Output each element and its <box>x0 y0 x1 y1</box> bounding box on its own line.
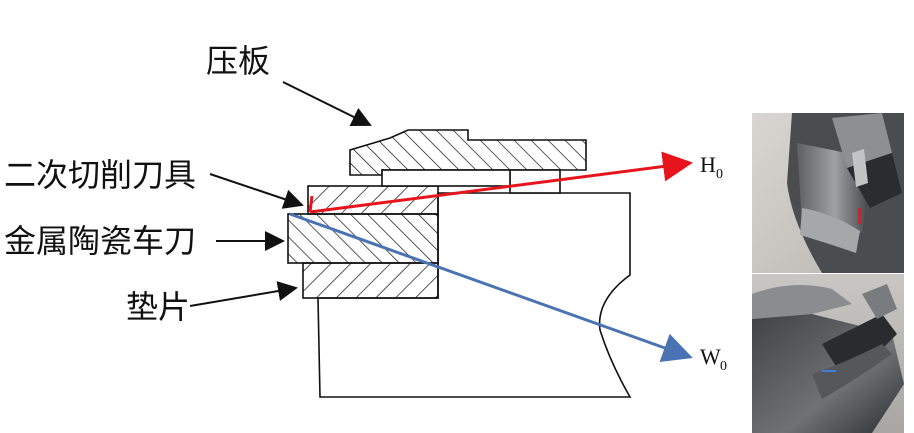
tool-holder-body <box>317 192 632 398</box>
shim-label: 垫片 <box>126 288 190 326</box>
clamp-plate-part <box>349 129 587 176</box>
ceramic-tool-label: 金属陶瓷车刀 <box>4 222 196 260</box>
w0-label-sub: 0 <box>720 359 727 374</box>
shim-leader <box>189 281 298 307</box>
shim-part <box>302 262 439 299</box>
worn-insert-photo-icon <box>752 274 904 433</box>
clamp-plate-leader <box>282 81 372 126</box>
h0-label: H 0 <box>700 152 723 182</box>
secondary-tool-label: 二次切削刀具 <box>4 156 196 194</box>
h0-arrow <box>308 195 314 213</box>
secondary-tool-part <box>307 185 439 215</box>
cutting-insert-photo-icon <box>752 113 904 273</box>
h0-label-sub: 0 <box>716 167 723 182</box>
h0-label-base: H <box>700 152 716 177</box>
clamp-plate-label: 压板 <box>206 42 270 80</box>
w0-arrow-line <box>289 212 693 363</box>
clamp-gap <box>381 169 511 187</box>
w0-label-base: W <box>700 344 721 369</box>
h0-arrow-line <box>309 151 693 214</box>
secondary-tool-leader <box>209 173 304 209</box>
w0-label: W 0 <box>700 344 727 374</box>
